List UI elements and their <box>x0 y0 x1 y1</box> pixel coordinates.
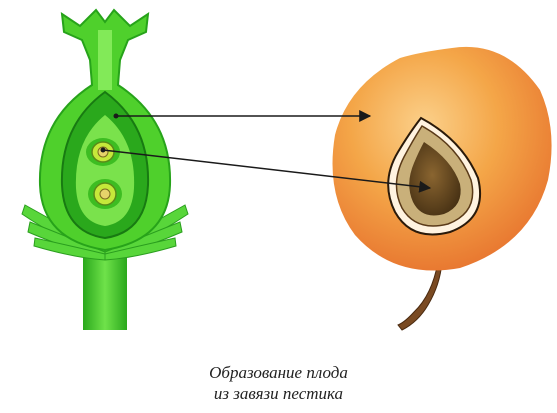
fruit-cross-section-icon <box>333 47 552 330</box>
caption-line-1: Образование плода <box>0 362 557 383</box>
caption: Образование плода из завязи пестика <box>0 362 557 404</box>
style-channel <box>98 30 112 90</box>
pistil-cross-section-icon <box>22 10 188 330</box>
arrow-origin-dot-ovule <box>101 148 106 153</box>
caption-line-2: из завязи пестика <box>0 383 557 404</box>
arrow-origin-dot-ovary <box>114 114 119 119</box>
fruit-stalk <box>398 262 442 330</box>
ovule-bottom <box>88 179 122 209</box>
